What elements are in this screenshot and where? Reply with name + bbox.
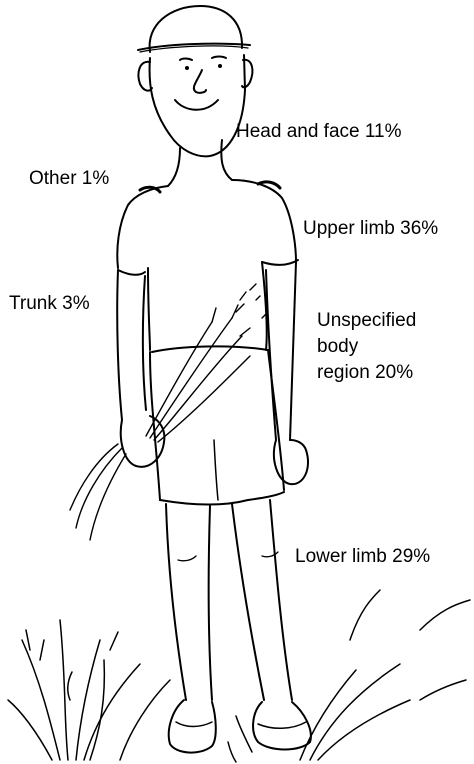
label-unspecified-line3: region 20% [317,360,416,386]
shirt-drawing [117,180,298,352]
legs-drawing [166,500,292,700]
label-unspecified-body-region: Unspecified body region 20% [317,308,416,386]
label-unspecified-line2: body [317,334,416,360]
label-unspecified-line1: Unspecified [317,308,416,334]
label-trunk: Trunk 3% [9,291,90,317]
shorts-drawing [150,350,284,505]
label-other: Other 1% [29,166,109,192]
label-head-and-face: Head and face 11% [236,119,402,145]
neck-drawing [168,140,232,186]
label-lower-limb: Lower limb 29% [295,544,430,570]
label-upper-limb: Upper limb 36% [303,216,438,242]
ground-grass-drawing [8,590,470,762]
